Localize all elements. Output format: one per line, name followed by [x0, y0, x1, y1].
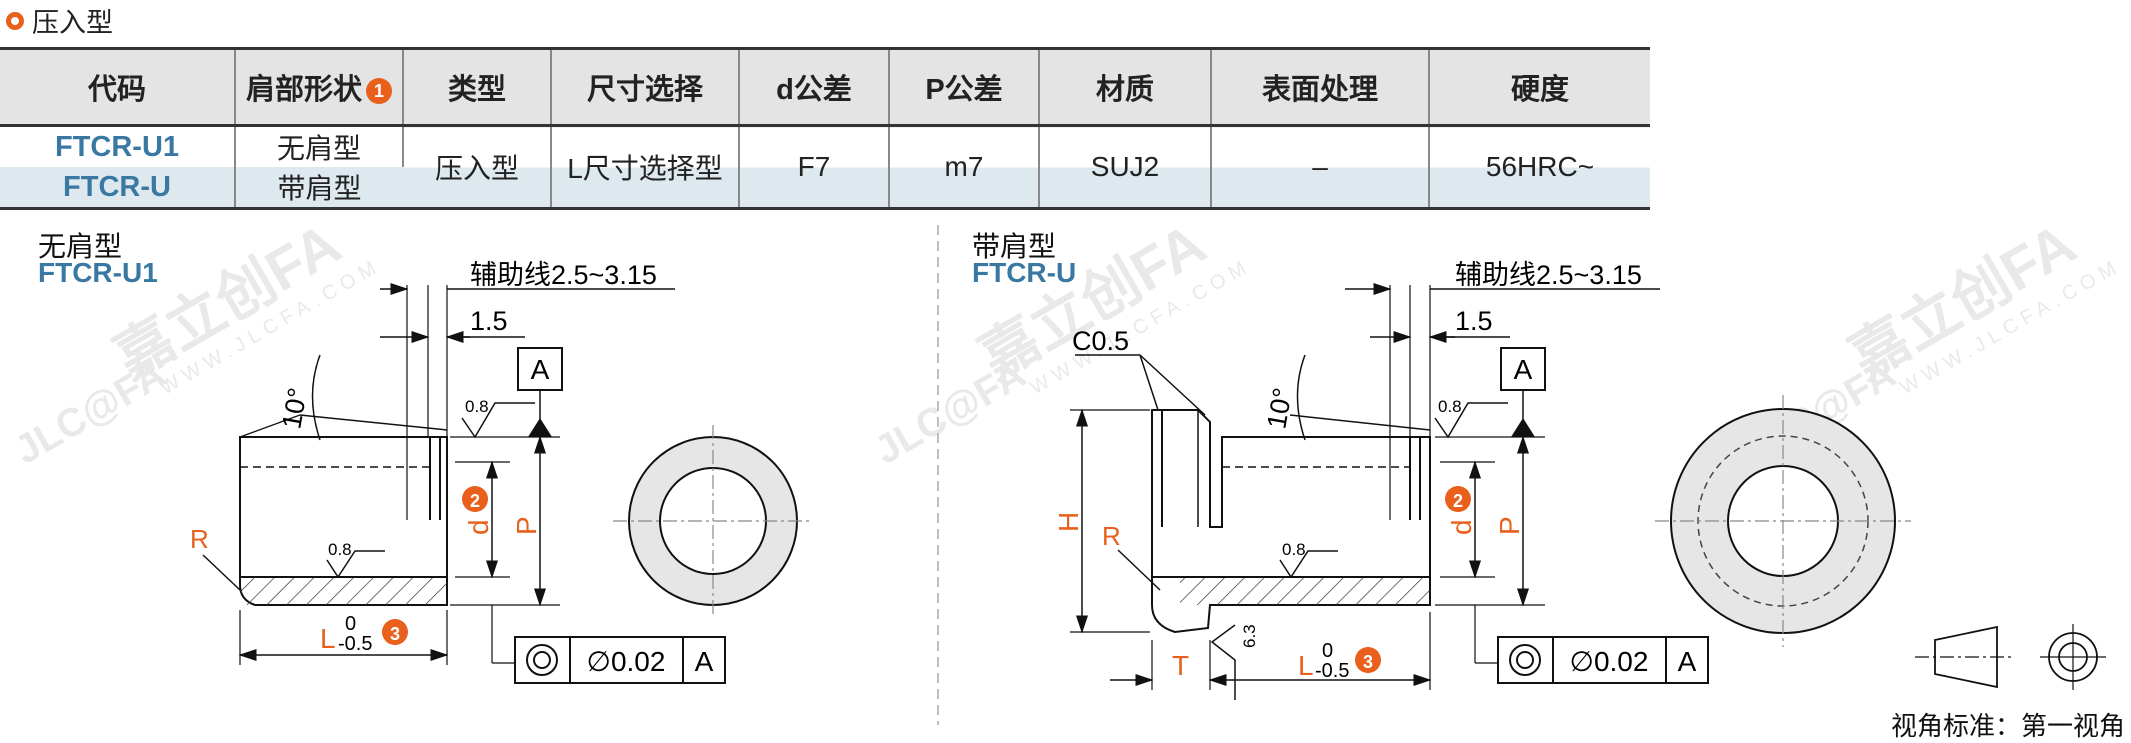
projection-standard-note: 视角标准：第一视角 — [1890, 711, 2125, 741]
left-dim-15: 1.5 — [470, 306, 508, 336]
left-aux-line-label: 辅助线2.5~3.15 — [470, 260, 657, 290]
right-r-label: R — [1102, 521, 1121, 551]
right-tolerance-frame: ∅0.02 A — [1497, 636, 1709, 684]
table-row: FTCR-U1 无肩型 压入型 L尺寸选择型 F7 m7 SUJ2 – 56HR… — [0, 125, 1650, 210]
right-h-label: H — [1053, 512, 1084, 532]
badge-1: 1 — [366, 78, 392, 105]
left-l-tol-upper: 0 — [345, 613, 356, 635]
right-drawing-code: FTCR-U — [972, 257, 1077, 288]
cell-type: 压入型 — [403, 125, 552, 210]
right-roughness-a: 0.8 — [1438, 397, 1462, 416]
left-tolerance-frame: ∅0.02 A — [514, 636, 726, 684]
cell-p-tol: m7 — [889, 125, 1040, 210]
left-end-view — [613, 425, 813, 617]
right-d-label: d — [1446, 519, 1477, 535]
header-surface: 表面处理 — [1211, 47, 1430, 127]
left-r-label: R — [190, 524, 209, 554]
right-end-view — [1655, 395, 1911, 647]
left-badge-d — [462, 486, 488, 512]
svg-text:3: 3 — [1363, 652, 1373, 672]
ring-bullet-icon — [6, 12, 24, 30]
cell-material: SUJ2 — [1039, 125, 1212, 210]
section-title-text: 压入型 — [32, 7, 113, 38]
row-shoulder: 带肩型 — [235, 167, 403, 210]
cell-size: L尺寸选择型 — [551, 125, 740, 210]
concentricity-icon — [1509, 644, 1541, 676]
right-chamfer-label: C0.5 — [1072, 326, 1129, 356]
right-datum-box — [1500, 347, 1546, 391]
right-t-label: T — [1172, 650, 1189, 681]
first-angle-projection-icon — [1915, 624, 2106, 690]
table-row: FTCR-U 带肩型 — [0, 167, 1650, 210]
concentricity-icon — [526, 644, 558, 676]
right-angle-label: 10° — [1261, 386, 1298, 431]
right-badge-l — [1355, 647, 1381, 673]
cell-surface: – — [1211, 125, 1430, 210]
left-angle-label: 10° — [276, 386, 313, 431]
left-l-tol-lower: -0.5 — [338, 633, 372, 655]
header-p-tol: P公差 — [889, 47, 1040, 127]
right-aux-line-label: 辅助线2.5~3.15 — [1455, 260, 1642, 290]
right-roughness-b: 0.8 — [1282, 540, 1306, 559]
header-hardness: 硬度 — [1429, 47, 1650, 127]
right-datum-label: A — [1514, 354, 1533, 385]
right-bushing-side-view — [1070, 283, 1660, 700]
right-tol-value: ∅0.02 — [1570, 646, 1649, 677]
cell-d-tol: F7 — [739, 125, 890, 210]
left-roughness-a: 0.8 — [465, 397, 489, 416]
header-size: 尺寸选择 — [551, 47, 740, 127]
svg-text:2: 2 — [1453, 491, 1463, 511]
left-p-label: P — [511, 516, 542, 535]
right-l-label: L — [1298, 650, 1314, 681]
header-type: 类型 — [403, 47, 552, 127]
section-title: 压入型 — [6, 2, 113, 38]
svg-text:3: 3 — [390, 624, 400, 644]
header-d-tol: d公差 — [739, 47, 890, 127]
right-tol-datum: A — [1678, 646, 1697, 677]
left-d-label: d — [463, 519, 494, 535]
right-p-label: P — [1494, 516, 1525, 535]
left-badge-l — [382, 619, 408, 645]
right-l-tol-lower: -0.5 — [1315, 660, 1349, 682]
left-tol-value: ∅0.02 — [587, 646, 666, 677]
right-l-tol-upper: 0 — [1322, 640, 1333, 662]
left-datum-label: A — [531, 354, 550, 385]
left-drawing-label: 无肩型 — [38, 231, 123, 262]
right-drawing-label: 带肩型 — [972, 231, 1057, 262]
left-bushing-side-view — [202, 283, 675, 665]
left-tol-datum: A — [695, 646, 714, 677]
left-l-label: L — [320, 623, 336, 654]
left-roughness-b: 0.8 — [328, 540, 352, 559]
right-badge-d — [1445, 486, 1471, 512]
header-material: 材质 — [1039, 47, 1212, 127]
row-code: FTCR-U1 — [0, 125, 236, 167]
header-code: 代码 — [0, 47, 236, 127]
left-datum-box — [517, 347, 563, 391]
right-roughness-c: 6.3 — [1240, 624, 1259, 648]
left-drawing-code: FTCR-U1 — [38, 257, 158, 288]
row-shoulder: 无肩型 — [235, 125, 404, 167]
cell-hardness: 56HRC~ — [1429, 125, 1650, 210]
right-dim-15: 1.5 — [1455, 306, 1493, 336]
svg-text:2: 2 — [470, 491, 480, 511]
row-code: FTCR-U — [0, 167, 236, 210]
